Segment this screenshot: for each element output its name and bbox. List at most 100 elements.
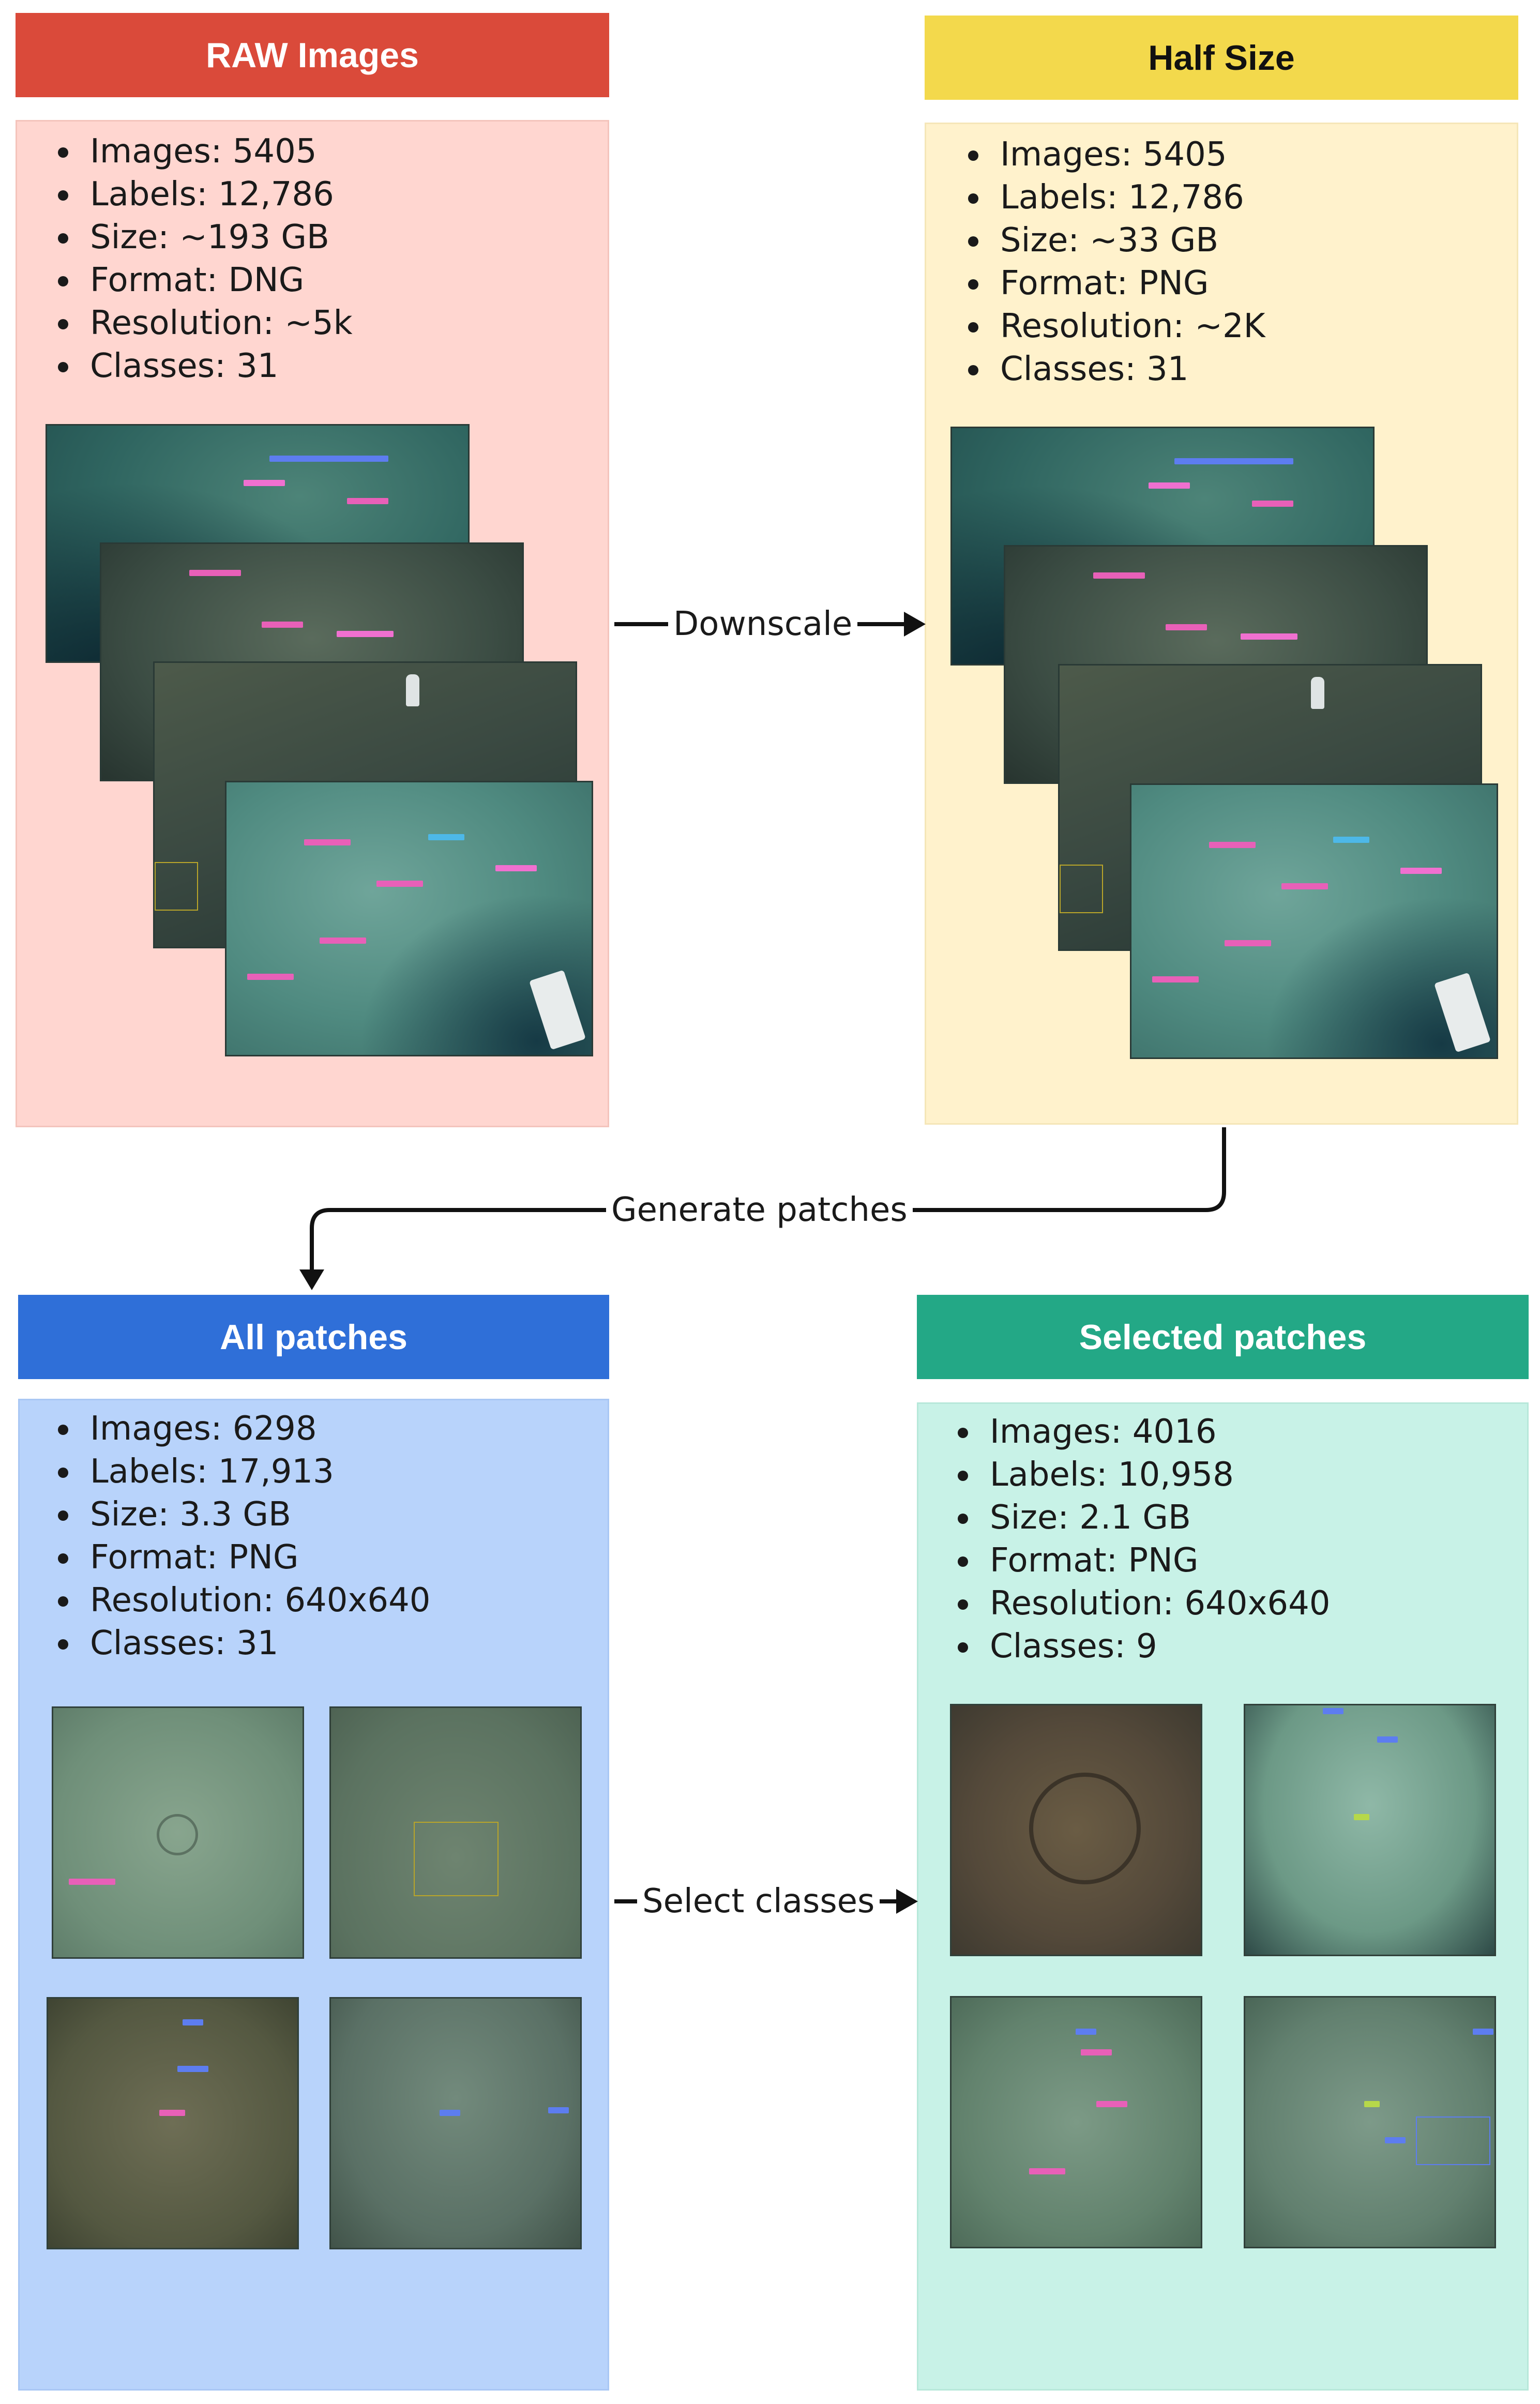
aerial-photo: [1130, 783, 1498, 1059]
label-tag: [1149, 482, 1190, 489]
stat-item: Images: 5405: [58, 130, 353, 173]
stat-item: Images: 5405: [968, 133, 1265, 176]
half-size-stats: Images: 5405 Labels: 12,786 Size: ~33 GB…: [968, 133, 1265, 391]
stat-item: Labels: 12,786: [968, 176, 1265, 219]
circle-feature: [157, 1814, 198, 1855]
label-tag: [1241, 633, 1297, 640]
label-tag: [304, 839, 351, 845]
half-size-title: Half Size: [1148, 38, 1295, 78]
generate-patches-label: Generate patches: [606, 1192, 913, 1228]
label-tag: [1225, 940, 1271, 946]
label-tag: [247, 974, 294, 980]
boat-shape: [1311, 677, 1324, 709]
generate-patches-arrowhead: [299, 1269, 324, 1290]
label-tag: [1081, 2049, 1112, 2055]
label-tag: [262, 622, 303, 628]
stat-item: Classes: 31: [58, 345, 353, 388]
stat-item: Images: 4016: [958, 1411, 1331, 1454]
stat-item: Format: PNG: [58, 1536, 431, 1579]
label-tag: [189, 570, 241, 576]
stat-item: Images: 6298: [58, 1408, 431, 1450]
label-tag: [1333, 837, 1369, 843]
label-box: [1060, 865, 1103, 913]
half-size-header: Half Size: [925, 16, 1518, 100]
label-tag: [183, 2019, 203, 2025]
stat-item: Labels: 12,786: [58, 173, 353, 216]
image-patch: [47, 1997, 299, 2249]
image-patch: [1244, 1704, 1496, 1956]
label-tag: [320, 938, 366, 944]
stat-item: Size: 2.1 GB: [958, 1496, 1331, 1539]
boat-shape: [406, 674, 419, 706]
stat-item: Resolution: ~2K: [968, 305, 1265, 348]
stat-item: Resolution: 640x640: [958, 1582, 1331, 1625]
stat-item: Resolution: 640x640: [58, 1579, 431, 1622]
label-tag: [69, 1879, 115, 1885]
stat-item: Size: 3.3 GB: [58, 1493, 431, 1536]
select-classes-label: Select classes: [637, 1883, 880, 1919]
label-tag: [1152, 976, 1199, 982]
label-tag: [1076, 2029, 1096, 2035]
label-tag: [1323, 1708, 1343, 1714]
image-patch: [950, 1996, 1202, 2248]
downscale-label: Downscale: [668, 606, 858, 642]
stat-item: Classes: 31: [58, 1622, 431, 1665]
label-tag: [1473, 2029, 1493, 2035]
label-tag: [440, 2110, 460, 2116]
stat-item: Labels: 10,958: [958, 1454, 1331, 1496]
label-tag: [337, 631, 394, 637]
stat-item: Classes: 31: [968, 348, 1265, 391]
image-patch: [329, 1706, 582, 1959]
label-box: [155, 862, 198, 911]
raw-images-title: RAW Images: [206, 35, 419, 75]
stat-item: Resolution: ~5k: [58, 302, 353, 345]
label-tag: [159, 2110, 185, 2116]
stat-item: Labels: 17,913: [58, 1450, 431, 1493]
label-box: [1416, 2116, 1490, 2165]
label-tag: [347, 498, 388, 504]
label-tag: [376, 881, 423, 887]
stat-item: Format: PNG: [968, 262, 1265, 305]
selected-patches-stats: Images: 4016 Labels: 10,958 Size: 2.1 GB…: [958, 1411, 1331, 1668]
raw-images-stats: Images: 5405 Labels: 12,786 Size: ~193 G…: [58, 130, 353, 388]
stat-item: Size: ~193 GB: [58, 216, 353, 259]
label-tag: [1364, 2101, 1380, 2107]
stat-item: Size: ~33 GB: [968, 219, 1265, 262]
label-tag: [244, 480, 285, 486]
label-tag: [1166, 624, 1207, 630]
label-tag: [1209, 842, 1256, 848]
all-patches-stats: Images: 6298 Labels: 17,913 Size: 3.3 GB…: [58, 1408, 431, 1665]
label-tag: [428, 834, 464, 840]
image-patch: [52, 1706, 304, 1959]
all-patches-title: All patches: [220, 1317, 407, 1357]
label-tag: [1400, 868, 1442, 874]
aerial-photo: [225, 781, 593, 1056]
stat-item: Classes: 9: [958, 1625, 1331, 1668]
label-tag: [1029, 2168, 1065, 2174]
label-tag: [1377, 1736, 1398, 1743]
label-tag: [495, 865, 537, 871]
label-tag: [1281, 883, 1328, 889]
label-tag: [269, 456, 388, 462]
selected-patches-header: Selected patches: [917, 1295, 1529, 1379]
all-patches-header: All patches: [18, 1295, 609, 1379]
label-tag: [548, 2107, 569, 2113]
label-box: [414, 1822, 499, 1896]
label-tag: [1093, 572, 1145, 579]
image-patch: [950, 1704, 1202, 1956]
stat-item: Format: DNG: [58, 259, 353, 302]
circle-feature: [1029, 1773, 1141, 1884]
label-tag: [1252, 501, 1293, 507]
label-tag: [1096, 2101, 1127, 2107]
label-tag: [1354, 1814, 1369, 1820]
label-tag: [1174, 458, 1293, 464]
downscale-arrowhead: [904, 612, 926, 637]
image-patch: [329, 1997, 582, 2249]
label-tag: [1385, 2137, 1406, 2143]
image-patch: [1244, 1996, 1496, 2248]
select-classes-arrowhead: [896, 1889, 918, 1914]
label-tag: [177, 2066, 208, 2072]
selected-patches-title: Selected patches: [1079, 1317, 1367, 1357]
raw-images-header: RAW Images: [16, 13, 609, 97]
stat-item: Format: PNG: [958, 1539, 1331, 1582]
